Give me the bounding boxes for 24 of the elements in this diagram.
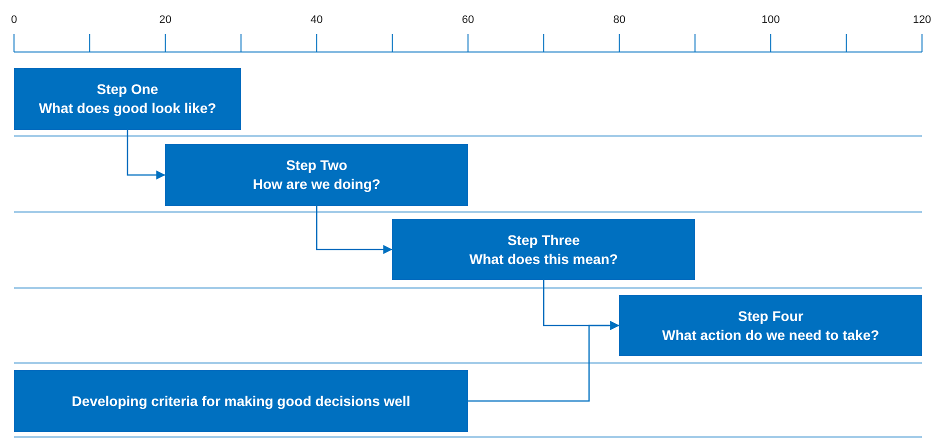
step-description: What action do we need to take? [662, 326, 880, 344]
arrow [316, 206, 392, 254]
axis-tick-label: 40 [310, 14, 323, 26]
arrow [468, 320, 620, 402]
axis-tick-label: 0 [10, 14, 18, 26]
step-description: What does this mean? [469, 250, 618, 268]
axis-tick-label: 120 [912, 14, 932, 26]
axis-tick-label: 20 [159, 14, 172, 26]
step-description: Developing criteria for making good decisions well [72, 392, 410, 410]
arrow [126, 130, 166, 180]
axis-tick-label: 60 [462, 14, 474, 26]
step-description: How are we doing? [252, 175, 380, 194]
step-description: What does good look like? [38, 99, 216, 118]
step-heading: Step Four [738, 306, 804, 326]
step-heading: Step One [96, 80, 158, 99]
step-heading: Step Three [507, 230, 580, 250]
step-heading: Step Two [286, 156, 348, 175]
process-box [14, 68, 241, 130]
process-box [619, 295, 922, 356]
axis-tick-label: 100 [761, 14, 780, 26]
axis-tick-label: 80 [613, 14, 626, 26]
process-box [165, 144, 468, 206]
process-box [392, 219, 695, 280]
process-box [14, 370, 468, 432]
